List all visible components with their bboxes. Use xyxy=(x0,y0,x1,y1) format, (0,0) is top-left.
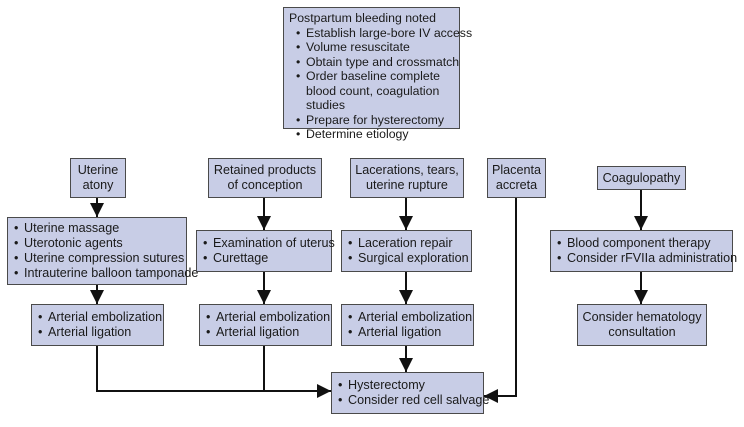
treatment-item: Examination of uterus xyxy=(202,236,335,251)
hysterectomy-list: Hysterectomy Consider red cell salvage xyxy=(337,378,489,408)
atony-treatment-box: Uterine massage Uterotonic agents Uterin… xyxy=(7,217,198,285)
hematology-line: consultation xyxy=(608,325,676,339)
coagulopathy-line: Coagulopathy xyxy=(602,170,681,185)
placenta-accreta-line: accreta xyxy=(495,178,538,192)
treatment-item: Surgical exploration xyxy=(347,251,469,266)
initial-management-title: Postpartum bleeding noted xyxy=(289,11,436,25)
initial-management-list: Establish large-bore IV access Volume re… xyxy=(289,26,472,142)
retained-embolization-box: Arterial embolization Arterial ligation xyxy=(199,304,332,346)
placenta-accreta-box: Placenta accreta xyxy=(487,158,546,198)
retained-treatment-box: Examination of uterus Curettage xyxy=(196,230,335,272)
lacerations-line: Lacerations, tears, xyxy=(355,163,459,177)
initial-management-box: Postpartum bleeding noted Establish larg… xyxy=(283,7,472,141)
embolization-item: Arterial ligation xyxy=(347,325,468,340)
final-item: Hysterectomy xyxy=(337,378,478,393)
uterine-atony-line: Uterine xyxy=(77,163,119,177)
embolization-item: Arterial embolization xyxy=(37,310,162,325)
initial-step: Obtain type and crossmatch xyxy=(295,55,459,70)
treatment-item: Uterine massage xyxy=(13,221,181,236)
treatment-item: Intrauterine balloon tamponade xyxy=(13,266,198,281)
lacerations-embolization-list: Arterial embolization Arterial ligation xyxy=(347,310,472,340)
hematology-line: Consider hematology xyxy=(582,310,702,324)
embolization-item: Arterial ligation xyxy=(37,325,158,340)
uterine-atony-box: Uterine atony xyxy=(70,158,126,198)
embolization-item: Arterial embolization xyxy=(205,310,330,325)
lacerations-box: Lacerations, tears, uterine rupture xyxy=(350,158,464,198)
coagulopathy-treatment-list: Blood component therapy Consider rFVIIa … xyxy=(556,236,737,266)
hematology-consult-box: Consider hematology consultation xyxy=(577,304,707,346)
treatment-item: Curettage xyxy=(202,251,326,266)
treatment-item: Laceration repair xyxy=(347,236,466,251)
coagulopathy-treatment-box: Blood component therapy Consider rFVIIa … xyxy=(550,230,737,272)
lacerations-line: uterine rupture xyxy=(366,178,448,192)
treatment-item: Blood component therapy xyxy=(556,236,727,251)
embolization-item: Arterial ligation xyxy=(205,325,326,340)
treatment-item: Consider rFVIIa administration xyxy=(556,251,737,266)
lacerations-treatment-box: Laceration repair Surgical exploration xyxy=(341,230,472,272)
initial-step: Determine etiology xyxy=(295,127,454,142)
initial-step: Volume resuscitate xyxy=(295,40,454,55)
retained-products-line: Retained products xyxy=(213,163,317,177)
initial-step: Order baseline complete blood count, coa… xyxy=(295,69,454,113)
retained-treatment-list: Examination of uterus Curettage xyxy=(202,236,335,266)
uterine-atony-line: atony xyxy=(82,178,114,192)
retained-products-line: of conception xyxy=(227,178,303,192)
treatment-item: Uterine compression sutures xyxy=(13,251,184,266)
coagulopathy-box: Coagulopathy xyxy=(597,166,686,190)
placenta-accreta-line: Placenta xyxy=(491,163,541,177)
treatment-item: Uterotonic agents xyxy=(13,236,181,251)
embolization-item: Arterial embolization xyxy=(347,310,472,325)
initial-step: Prepare for hysterectomy xyxy=(295,113,454,128)
final-item: Consider red cell salvage xyxy=(337,393,489,408)
retained-products-box: Retained products of conception xyxy=(208,158,322,198)
atony-treatment-list: Uterine massage Uterotonic agents Uterin… xyxy=(13,221,198,281)
atony-embolization-box: Arterial embolization Arterial ligation xyxy=(31,304,164,346)
initial-step: Establish large-bore IV access xyxy=(295,26,472,41)
retained-embolization-list: Arterial embolization Arterial ligation xyxy=(205,310,330,340)
lacerations-embolization-box: Arterial embolization Arterial ligation xyxy=(341,304,474,346)
hysterectomy-box: Hysterectomy Consider red cell salvage xyxy=(331,372,489,414)
lacerations-treatment-list: Laceration repair Surgical exploration xyxy=(347,236,469,266)
atony-embolization-list: Arterial embolization Arterial ligation xyxy=(37,310,162,340)
